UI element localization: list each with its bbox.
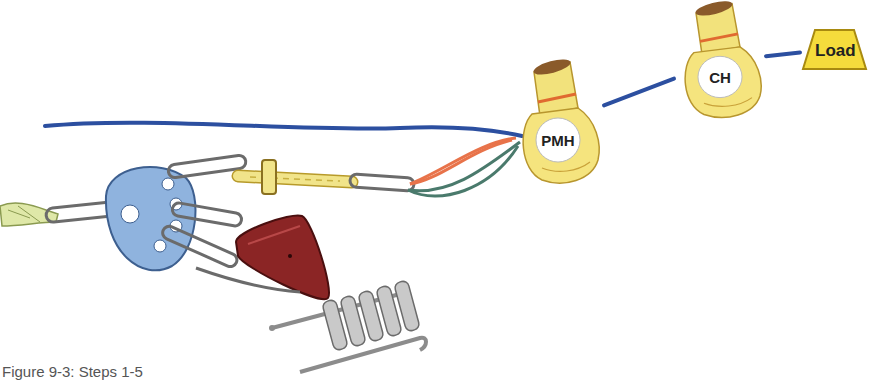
glove-badge: CH (674, 0, 766, 122)
prusik-carabiner (350, 174, 415, 191)
rope-segment (604, 79, 674, 106)
node-label: CH (709, 68, 731, 85)
glove-shape (674, 0, 766, 122)
main-rope (45, 123, 522, 136)
load-block: Load (800, 26, 868, 72)
node-label: PMH (541, 131, 574, 148)
brake-pulley (236, 215, 329, 299)
node-label: Load (815, 41, 856, 61)
tandem-prusik-cord (238, 160, 352, 194)
figure-caption: Figure 9-3: Steps 1-5 (2, 363, 143, 380)
glove-badge: PMH (512, 58, 604, 188)
brake-bar-rack (196, 268, 426, 372)
prusik-loops (408, 138, 520, 196)
glove-shape (512, 58, 604, 188)
rigging-plate (106, 167, 196, 270)
rope-segment (766, 53, 800, 57)
